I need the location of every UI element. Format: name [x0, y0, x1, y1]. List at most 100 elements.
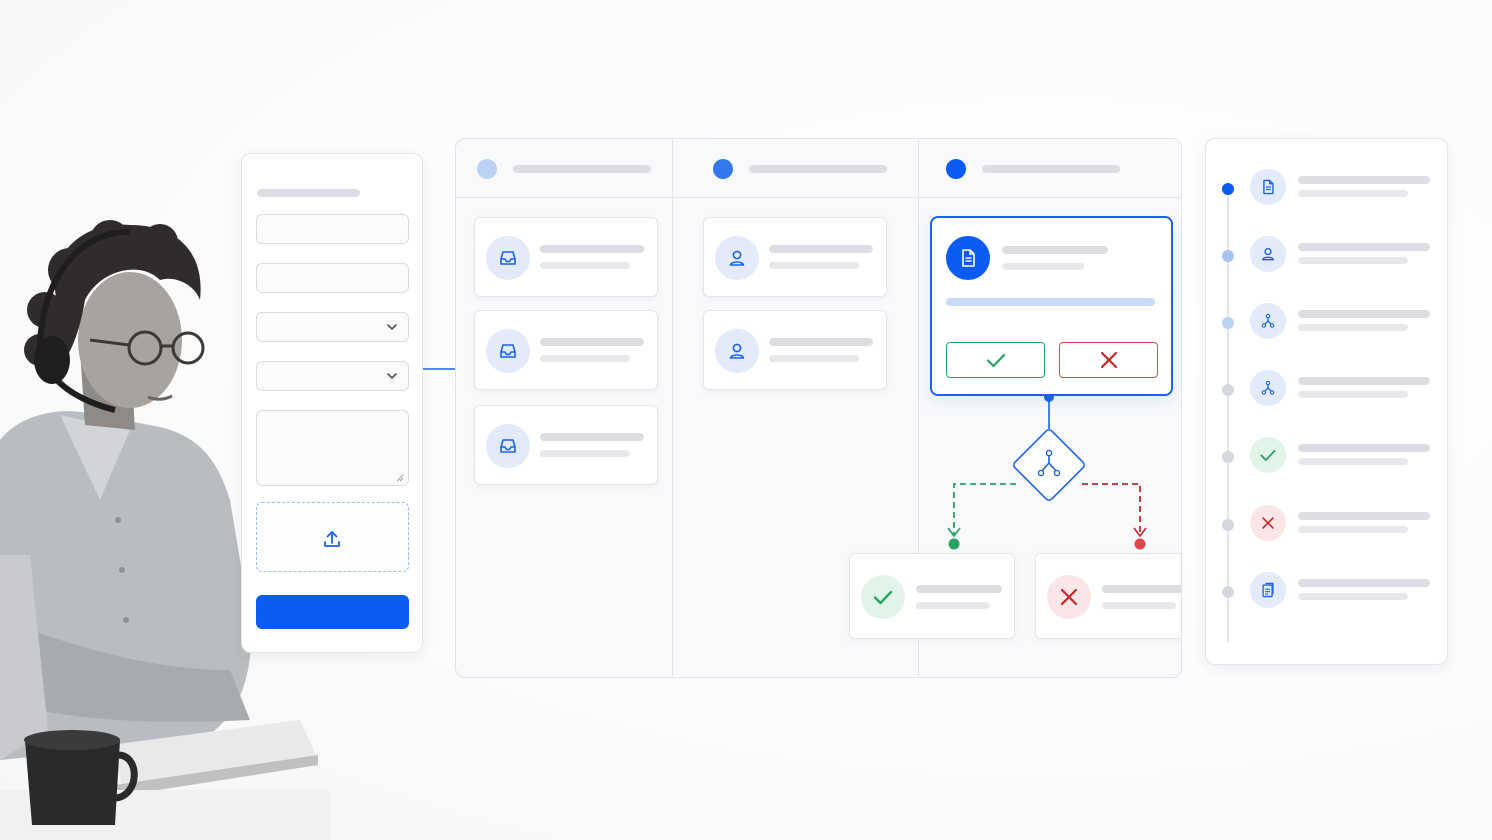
card-subtitle-placeholder	[769, 355, 859, 362]
timeline-subtitle-placeholder	[1298, 257, 1408, 264]
timeline-item[interactable]	[1206, 370, 1449, 410]
timeline-title-placeholder	[1298, 512, 1430, 520]
inbox-icon	[486, 329, 530, 373]
card-subtitle-placeholder	[769, 262, 859, 269]
card-title-placeholder	[1102, 585, 1181, 593]
form-title-placeholder	[257, 189, 360, 197]
close-icon	[1047, 575, 1091, 619]
task-card[interactable]	[474, 405, 658, 485]
task-card[interactable]	[474, 217, 658, 297]
timeline-dot-pending	[1222, 519, 1234, 531]
column-title-placeholder	[513, 165, 651, 173]
timeline-title-placeholder	[1298, 579, 1430, 587]
card-title-placeholder	[540, 433, 644, 441]
decision-flow-connectors	[947, 392, 1147, 550]
timeline-subtitle-placeholder	[1298, 593, 1408, 600]
timeline-title-placeholder	[1298, 176, 1430, 184]
column-status-dot	[713, 159, 733, 179]
timeline-subtitle-placeholder	[1298, 458, 1408, 465]
timeline-dot-done	[1222, 317, 1234, 329]
task-card[interactable]	[703, 217, 887, 297]
card-title-placeholder	[1002, 246, 1108, 254]
inbox-icon	[486, 236, 530, 280]
timeline-subtitle-placeholder	[1298, 324, 1408, 331]
timeline-track	[1227, 187, 1229, 642]
select-field-2[interactable]	[256, 361, 409, 391]
timeline-subtitle-placeholder	[1298, 190, 1408, 197]
chevron-down-icon	[387, 373, 397, 380]
file-upload-dropzone[interactable]	[256, 502, 409, 572]
user-icon	[715, 329, 759, 373]
task-card[interactable]	[474, 310, 658, 390]
chevron-down-icon	[387, 324, 397, 331]
person-with-headset-image	[0, 220, 330, 840]
activity-timeline	[1205, 138, 1448, 665]
column-status-dot	[946, 159, 966, 179]
timeline-dot-done	[1222, 250, 1234, 262]
document-icon	[1250, 169, 1286, 205]
rejected-outcome-card[interactable]	[1035, 553, 1181, 639]
card-title-placeholder	[769, 338, 873, 346]
board-header-divider	[456, 197, 1181, 198]
document-icon	[946, 236, 990, 280]
user-icon	[715, 236, 759, 280]
check-icon	[861, 575, 905, 619]
upload-icon	[324, 531, 340, 547]
task-card[interactable]	[703, 310, 887, 390]
review-progress-bar	[946, 298, 1155, 306]
column-divider	[672, 139, 673, 677]
timeline-item[interactable]	[1206, 169, 1449, 209]
timeline-dot-pending	[1222, 451, 1234, 463]
timeline-dot-pending	[1222, 586, 1234, 598]
text-field-1[interactable]	[256, 214, 409, 244]
timeline-title-placeholder	[1298, 444, 1430, 452]
reject-icon	[1100, 351, 1117, 369]
card-title-placeholder	[540, 338, 644, 346]
column-title-placeholder	[982, 165, 1120, 173]
approve-icon	[986, 353, 1005, 368]
timeline-item[interactable]	[1206, 505, 1449, 545]
card-title-placeholder	[540, 245, 644, 253]
card-title-placeholder	[769, 245, 873, 253]
timeline-item[interactable]	[1206, 303, 1449, 343]
timeline-subtitle-placeholder	[1298, 391, 1408, 398]
card-subtitle-placeholder	[1102, 602, 1176, 609]
approved-outcome-card[interactable]	[849, 553, 1015, 639]
timeline-title-placeholder	[1298, 377, 1430, 385]
textarea-field[interactable]	[256, 410, 409, 486]
card-subtitle-placeholder	[916, 602, 990, 609]
reject-button[interactable]	[1059, 342, 1158, 378]
close-icon	[1250, 505, 1286, 541]
card-title-placeholder	[916, 585, 1002, 593]
card-subtitle-placeholder	[540, 450, 630, 457]
decision-diamond[interactable]	[1012, 428, 1086, 502]
branch-icon	[1037, 449, 1061, 477]
card-subtitle-placeholder	[540, 355, 630, 362]
review-task-card[interactable]	[930, 216, 1173, 396]
branch-icon	[1250, 303, 1286, 339]
submit-button[interactable]	[256, 595, 409, 629]
timeline-title-placeholder	[1298, 243, 1430, 251]
select-field-1[interactable]	[256, 312, 409, 342]
approve-button[interactable]	[946, 342, 1045, 378]
column-divider	[918, 139, 919, 677]
text-field-2[interactable]	[256, 263, 409, 293]
timeline-dot-pending	[1222, 384, 1234, 396]
column-title-placeholder	[749, 165, 887, 173]
timeline-dot-current	[1222, 183, 1234, 195]
inbox-icon	[486, 424, 530, 468]
request-form	[241, 153, 423, 653]
user-icon	[1250, 236, 1286, 272]
resize-grip-icon[interactable]	[396, 474, 404, 482]
report-icon	[1250, 572, 1286, 608]
timeline-item[interactable]	[1206, 236, 1449, 276]
branch-icon	[1250, 370, 1286, 406]
progress-fill	[946, 298, 1155, 306]
check-icon	[1250, 437, 1286, 473]
card-subtitle-placeholder	[1002, 263, 1084, 270]
timeline-item[interactable]	[1206, 437, 1449, 477]
workflow-board	[455, 138, 1182, 678]
column-status-dot	[477, 159, 497, 179]
timeline-subtitle-placeholder	[1298, 526, 1408, 533]
timeline-item[interactable]	[1206, 572, 1449, 612]
